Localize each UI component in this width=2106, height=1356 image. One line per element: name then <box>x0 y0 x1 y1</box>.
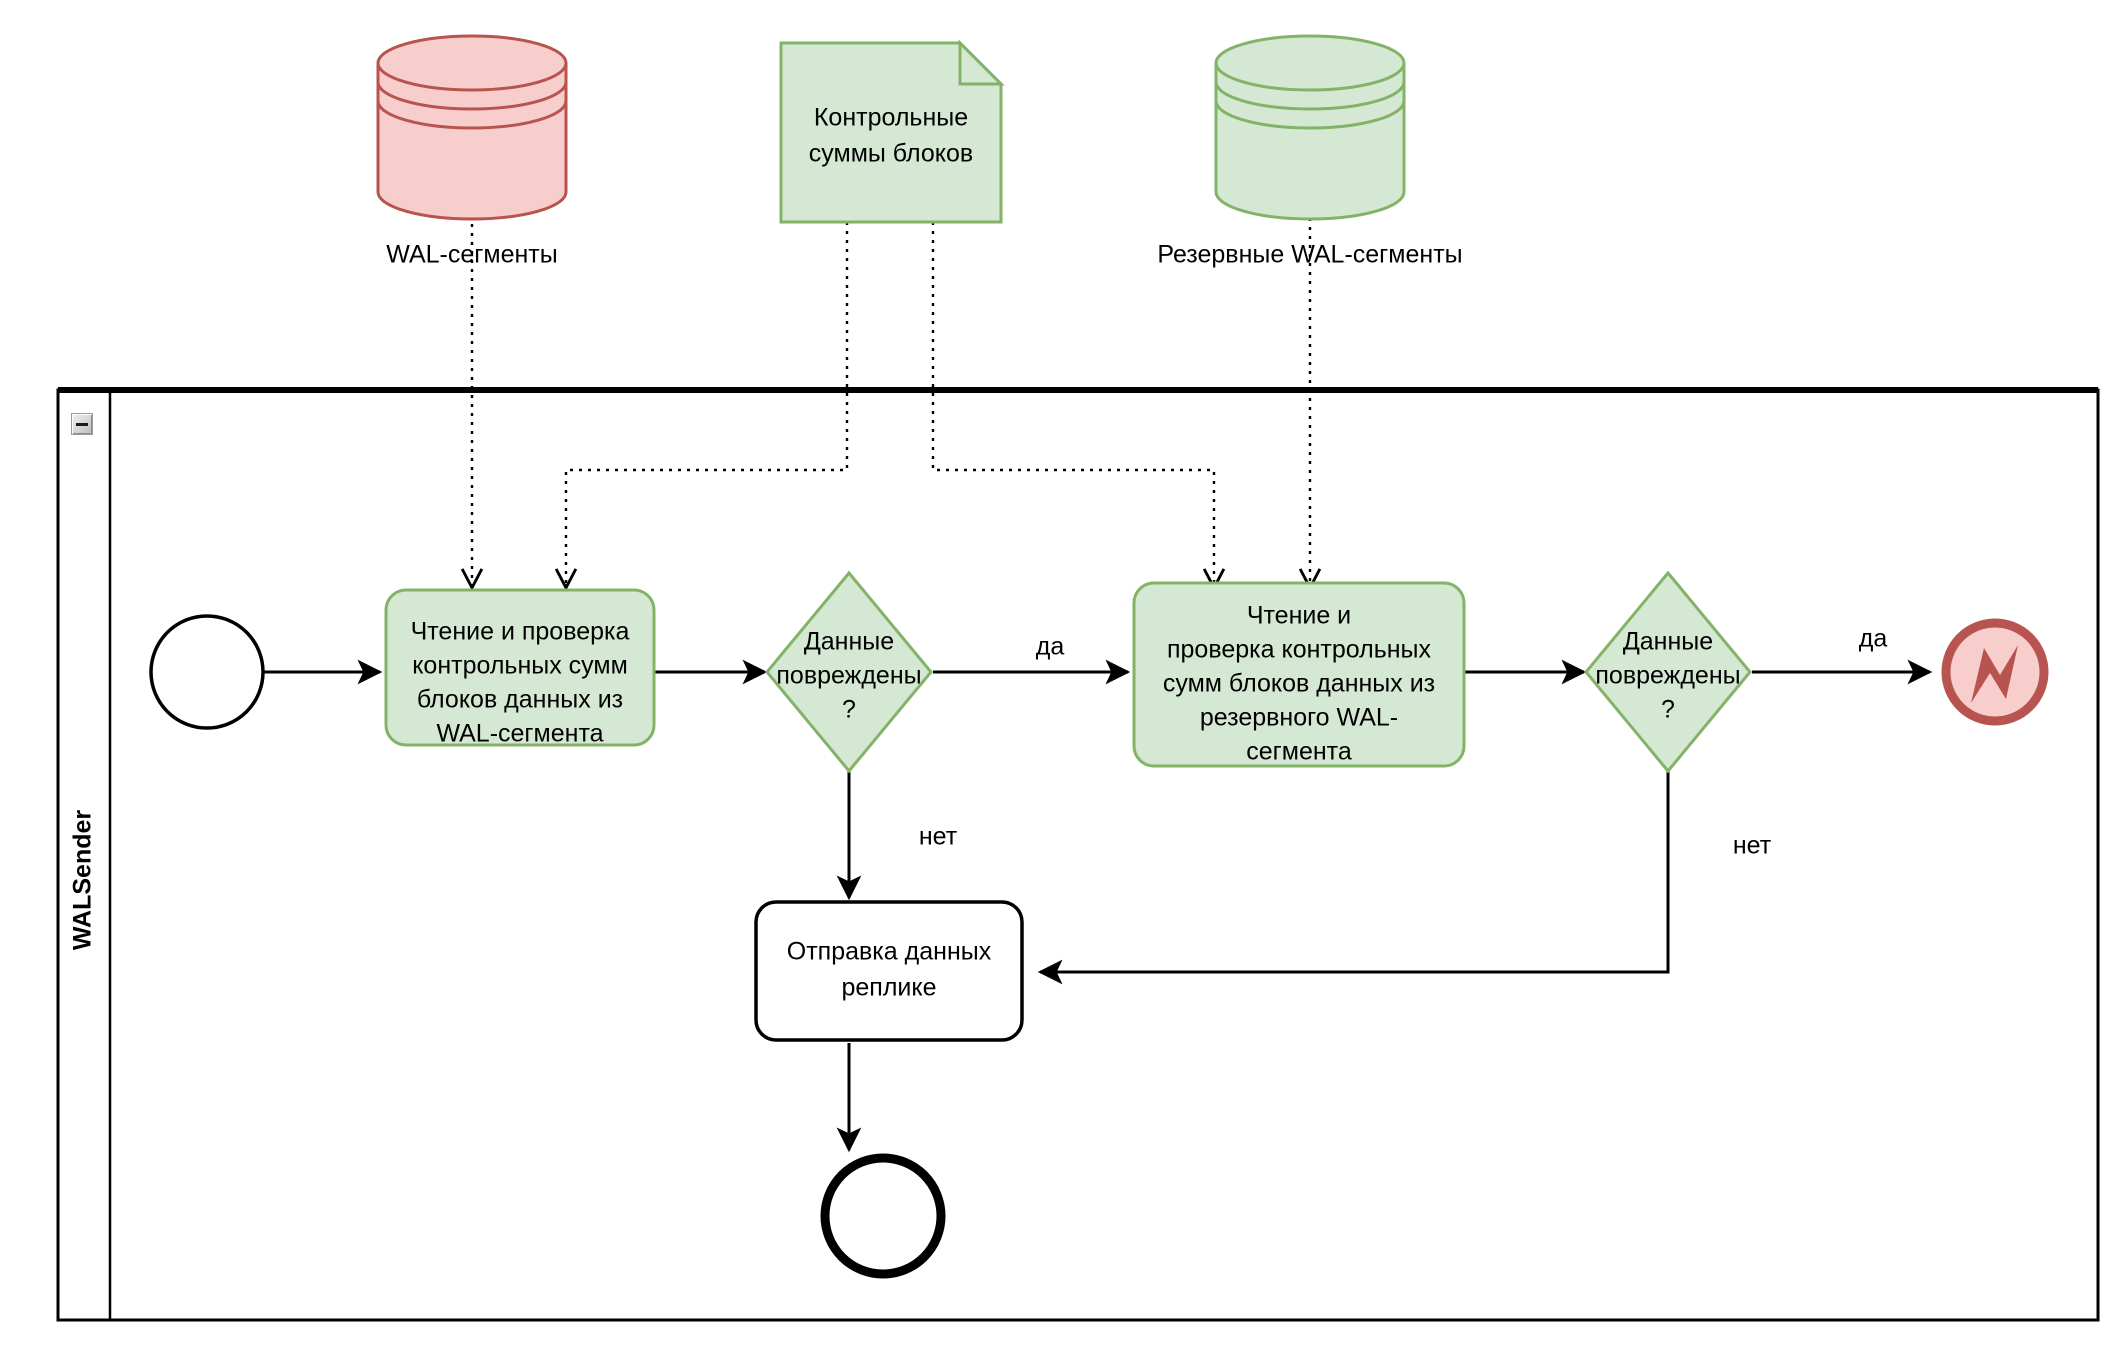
edge-label-gateway2-no: нет <box>1733 832 1772 860</box>
pool-walsender: WALSender <box>56 387 2100 1322</box>
end-event[interactable] <box>820 1153 946 1279</box>
cylinder-rim-3 <box>376 100 568 130</box>
edge-labels: да нет да нет <box>919 625 1888 860</box>
task-send-data-box <box>754 900 1024 1042</box>
artifact-label-checksums-line2: суммы блоков <box>809 140 973 168</box>
artifact-label-backup-wal: Резервные WAL-сегменты <box>1157 241 1462 269</box>
minus-icon[interactable] <box>71 413 93 435</box>
artifact-label-checksums-line1: Контрольные <box>814 104 968 132</box>
task-read-wal[interactable]: Чтение и проверка контрольных сумм блоко… <box>384 588 656 748</box>
task-send-data-line2: реплике <box>841 974 936 1002</box>
gateway-corrupt-2-line2: повреждены <box>1595 662 1740 690</box>
lane-title: WALSender <box>69 810 97 951</box>
pool-outer-border <box>56 388 2100 1322</box>
task-read-backup-wal-line1: Чтение и <box>1247 602 1351 630</box>
cylinder-top-rim <box>376 62 568 92</box>
task-read-backup-wal-line3: сумм блоков данных из <box>1163 670 1435 698</box>
gateway-corrupt-1-diamond <box>765 570 933 774</box>
data-object-icon <box>779 41 1003 224</box>
artifact-backup-wal-segments[interactable]: Резервные WAL-сегменты <box>1157 34 1463 269</box>
task-send-data[interactable]: Отправка данных реплике <box>754 900 1024 1042</box>
task-read-backup-wal[interactable]: Чтение и проверка контрольных сумм блоко… <box>1132 581 1466 768</box>
task-read-wal-line2: контрольных сумм <box>412 652 628 680</box>
task-read-backup-wal-line4: резервного WAL- <box>1200 704 1398 732</box>
gateway-corrupt-2-line3: ? <box>1661 696 1675 724</box>
artifact-block-checksums[interactable]: Контрольные суммы блоков <box>779 39 1005 224</box>
task-read-wal-line1: Чтение и проверка <box>411 618 630 646</box>
gateway-corrupt-2[interactable]: Данные повреждены ? <box>1584 570 1752 774</box>
sequence-flows <box>263 659 1933 1153</box>
gateway-corrupt-1[interactable]: Данные повреждены ? <box>765 570 933 774</box>
assoc-checksums-to-task1 <box>566 222 849 586</box>
edge-label-gateway2-yes: да <box>1859 625 1888 653</box>
cylinder-rim-2 <box>1214 81 1406 111</box>
task-read-backup-wal-line2: проверка контрольных <box>1167 636 1432 664</box>
task-read-wal-line4: WAL-сегмента <box>436 720 603 748</box>
end-event-circle <box>820 1153 946 1279</box>
error-end-event[interactable] <box>1941 618 2049 726</box>
task-read-wal-box <box>384 588 656 747</box>
task-read-backup-wal-line5: сегмента <box>1246 738 1352 766</box>
task-read-backup-wal-box <box>1132 581 1466 768</box>
artifact-wal-segments[interactable]: WAL-сегменты <box>376 34 568 269</box>
start-event[interactable] <box>149 614 265 730</box>
assoc-checksums-to-task2 <box>931 222 1214 586</box>
gateway-corrupt-1-line1: Данные <box>804 628 894 656</box>
data-object-fold-corner <box>958 39 1005 86</box>
data-associations <box>472 215 1310 586</box>
cylinder-rim-3 <box>1214 100 1406 130</box>
task-send-data-line1: Отправка данных <box>787 938 992 966</box>
cylinder-top-rim <box>1214 62 1406 92</box>
start-event-circle <box>149 614 265 730</box>
gateway-corrupt-2-line1: Данные <box>1623 628 1713 656</box>
edge-label-gateway1-no: нет <box>919 823 958 851</box>
edge-label-gateway1-yes: да <box>1036 633 1065 661</box>
flow-gateway2-no-to-send <box>1037 771 1670 985</box>
gateway-corrupt-2-diamond <box>1584 570 1752 774</box>
artifact-label-wal-segments: WAL-сегменты <box>386 241 557 269</box>
gateway-corrupt-1-line2: повреждены <box>776 662 921 690</box>
cylinder-rim-2 <box>376 81 568 111</box>
error-bolt-icon <box>1971 645 2018 703</box>
gateway-corrupt-1-line3: ? <box>842 696 856 724</box>
task-read-wal-line3: блоков данных из <box>417 686 623 714</box>
